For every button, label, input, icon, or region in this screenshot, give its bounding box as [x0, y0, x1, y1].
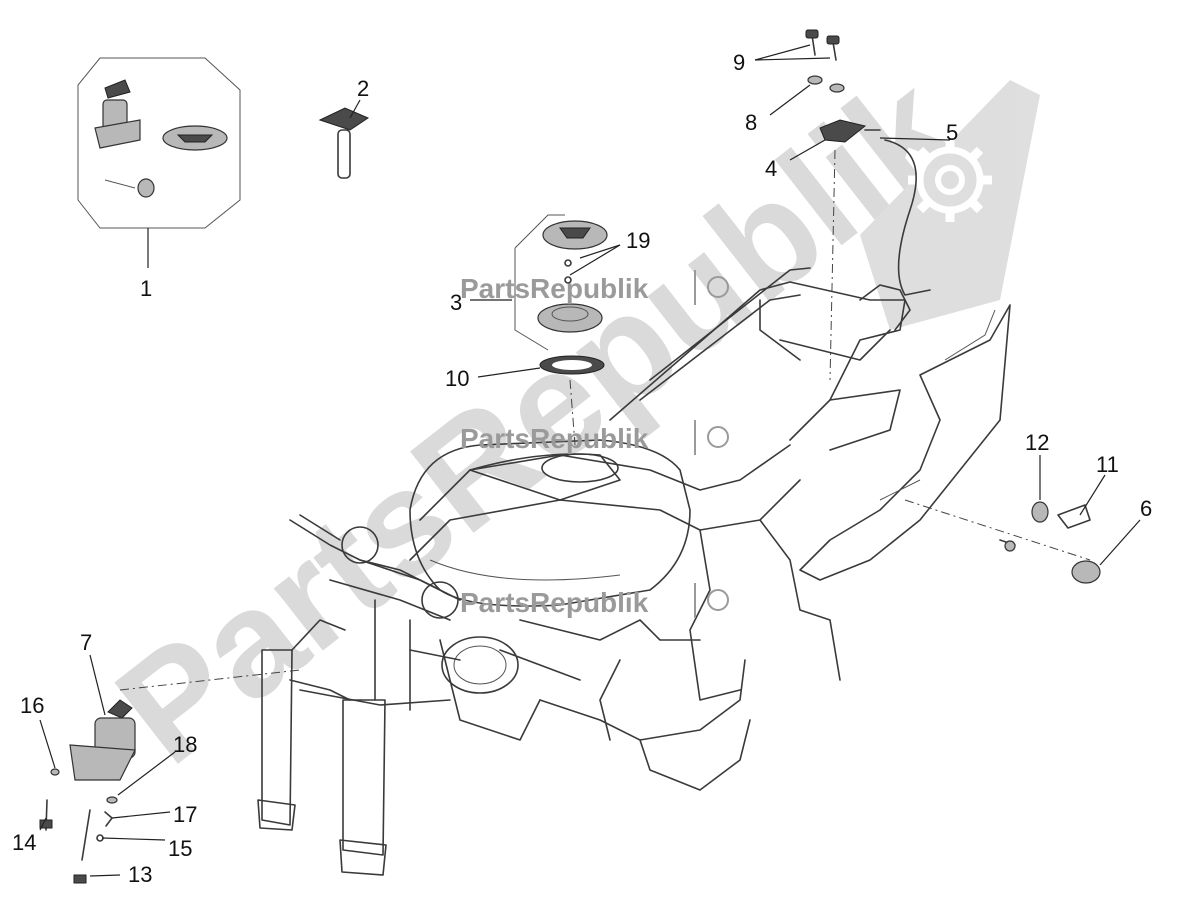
callout-1: 1 [140, 276, 152, 301]
callout-4: 4 [765, 156, 777, 181]
callout-12: 12 [1025, 430, 1049, 455]
tail-fairing [799, 304, 1011, 581]
callout-8: 8 [745, 110, 757, 135]
gear-logo-icon [908, 138, 992, 222]
callout-13: 13 [128, 862, 152, 887]
part-7-ignition-lock [39, 669, 301, 884]
callout-15: 15 [168, 836, 192, 861]
part-3-fuel-cap [514, 214, 608, 446]
callout-16: 16 [20, 693, 44, 718]
callout-2: 2 [357, 76, 369, 101]
part-2-key [318, 107, 370, 179]
watermark-caption-1: PartsRepublik [460, 273, 649, 304]
watermark-caption-3: PartsRepublik [460, 587, 649, 618]
callout-19: 19 [626, 228, 650, 253]
callout-18: 18 [173, 732, 197, 757]
watermark-captions: PartsRepublik PartsRepublik PartsRepubli… [460, 270, 729, 618]
watermark-logo: PartsRepublik [86, 42, 1040, 796]
leader-lines [39, 44, 1141, 877]
callout-7: 7 [80, 630, 92, 655]
motorcycle-frame [257, 267, 911, 876]
callout-5: 5 [946, 120, 958, 145]
callout-9: 9 [733, 50, 745, 75]
callout-14: 14 [12, 830, 36, 855]
part-6-11-12-rear-lock [904, 499, 1101, 584]
callout-labels: 1 2 3 4 5 6 7 8 9 10 11 12 13 14 15 16 1… [12, 50, 1152, 887]
part-1-lock-set [77, 57, 241, 229]
watermark-flag-shape [860, 80, 1040, 330]
callout-11: 11 [1096, 452, 1119, 477]
watermark-caption-2: PartsRepublik [460, 423, 649, 454]
callout-3: 3 [450, 290, 462, 315]
part-4-5-seat-lock [805, 29, 931, 381]
callout-17: 17 [173, 802, 197, 827]
watermark-big-text: PartsRepublik [86, 42, 985, 796]
callout-6: 6 [1140, 496, 1152, 521]
callout-10: 10 [445, 366, 469, 391]
